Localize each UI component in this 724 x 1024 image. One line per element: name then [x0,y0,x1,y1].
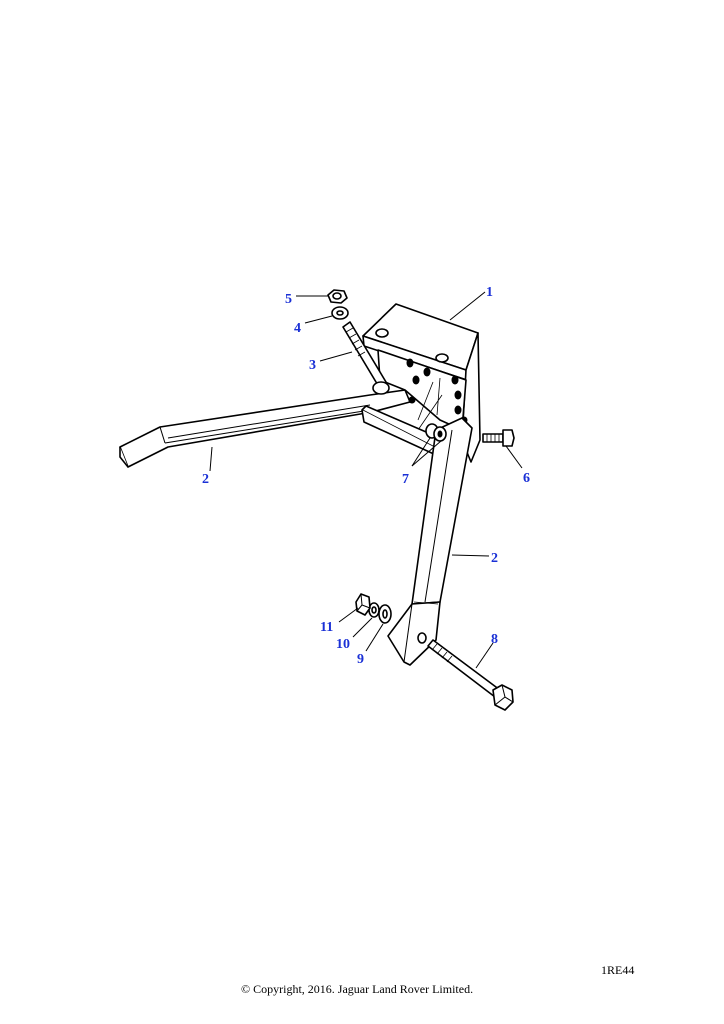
callout-1: 1 [486,285,493,300]
nut-5 [327,289,348,304]
callout-9: 9 [357,652,364,667]
callout-2-left-arm: 2 [202,472,209,487]
nut-11 [355,593,371,616]
callout-numbers: 1 2 2 3 4 5 6 7 8 9 10 11 [202,285,530,667]
callout-6: 6 [523,471,530,486]
callout-2-right-arm: 2 [491,551,498,566]
stud-bolt [342,321,390,395]
washer-9 [378,604,392,624]
callout-3: 3 [309,358,316,373]
reference-code: 1RE44 [601,963,635,977]
callout-11: 11 [320,620,333,635]
mounting-bracket [361,303,481,463]
callout-4: 4 [294,321,301,336]
leader-lines [209,291,523,669]
callout-8: 8 [491,632,498,647]
right-bracket-arm [387,417,473,666]
washer-4 [331,306,349,320]
copyright-notice: © Copyright, 2016. Jaguar Land Rover Lim… [241,982,474,996]
left-bracket-arm [119,389,411,468]
bolt-8 [427,639,514,711]
pivot-washers [425,423,447,442]
callout-10: 10 [336,637,350,652]
callout-5: 5 [285,292,292,307]
callout-7: 7 [402,472,409,487]
bolt-6 [482,429,515,447]
